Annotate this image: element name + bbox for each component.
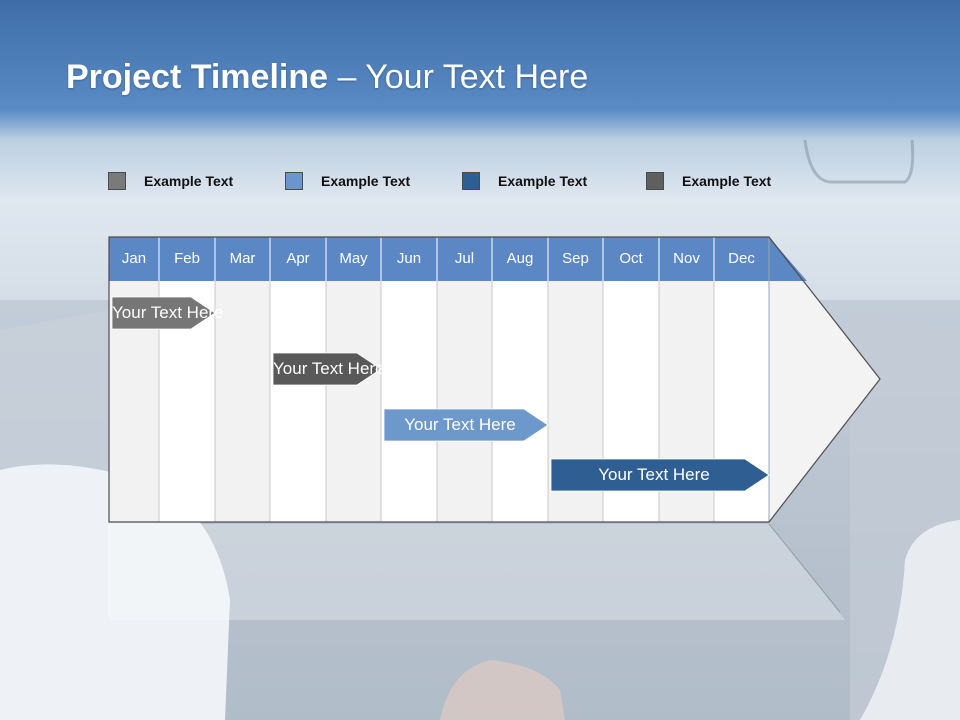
timeline-outline xyxy=(108,236,881,523)
month-header-cell xyxy=(159,237,215,281)
page-title-bold: Project Timeline xyxy=(66,58,329,96)
month-label: Apr xyxy=(286,250,310,267)
task-arrow xyxy=(111,296,216,330)
month-header-cell xyxy=(714,237,769,281)
month-header-cell xyxy=(603,237,659,281)
month-header-cell xyxy=(109,237,159,281)
month-header-cell xyxy=(492,237,548,281)
month-label: Sep xyxy=(562,250,589,267)
reflection-edge xyxy=(768,523,841,613)
timeline-reflection xyxy=(109,524,845,620)
month-column xyxy=(326,281,381,522)
legend-swatch xyxy=(285,172,303,190)
legend-label: Example Text xyxy=(321,173,411,189)
legend-item: Example Text xyxy=(646,170,771,192)
month-header-cell xyxy=(381,237,437,281)
legend-item: Example Text xyxy=(108,170,233,192)
page-title-subtitle: – Your Text Here xyxy=(328,58,589,96)
month-header-cell xyxy=(659,237,714,281)
legend-swatch xyxy=(108,172,126,190)
month-column xyxy=(270,281,326,522)
month-column xyxy=(215,281,270,522)
legend-item: Example Text xyxy=(462,170,587,192)
month-label: Oct xyxy=(619,250,643,267)
legend-label: Example Text xyxy=(144,173,234,189)
legend-item: Example Text xyxy=(285,170,410,192)
month-header-cell xyxy=(326,237,381,281)
header-tip xyxy=(769,237,807,281)
task-arrow xyxy=(383,408,549,442)
task-label: Your Text Here xyxy=(112,303,224,322)
month-label: Dec xyxy=(728,250,755,267)
month-header-cell xyxy=(548,237,603,281)
month-label: Jun xyxy=(396,250,422,267)
page-title: Project Timeline – Your Text Here xyxy=(66,58,588,97)
task-label: Your Text Here xyxy=(598,465,710,484)
task-label: Your Text Here xyxy=(404,415,516,434)
legend-swatch xyxy=(646,172,664,190)
legend-swatch xyxy=(462,172,480,190)
task-arrow xyxy=(272,352,382,386)
month-label: Mar xyxy=(229,250,256,267)
task-label: Your Text Here xyxy=(273,359,385,378)
month-label: Nov xyxy=(673,250,700,267)
month-header-cell xyxy=(437,237,492,281)
month-column xyxy=(381,281,437,522)
month-header-cell xyxy=(270,237,326,281)
month-header-cell xyxy=(215,237,270,281)
month-label: May xyxy=(339,250,368,267)
legend-label: Example Text xyxy=(682,173,772,189)
task-arrow xyxy=(550,458,770,492)
month-label: Feb xyxy=(174,250,200,267)
month-column xyxy=(437,281,492,522)
month-label: Aug xyxy=(506,250,534,267)
month-label: Jan xyxy=(121,250,147,267)
legend-label: Example Text xyxy=(498,173,588,189)
month-label: Jul xyxy=(454,250,475,267)
month-column xyxy=(492,281,548,522)
